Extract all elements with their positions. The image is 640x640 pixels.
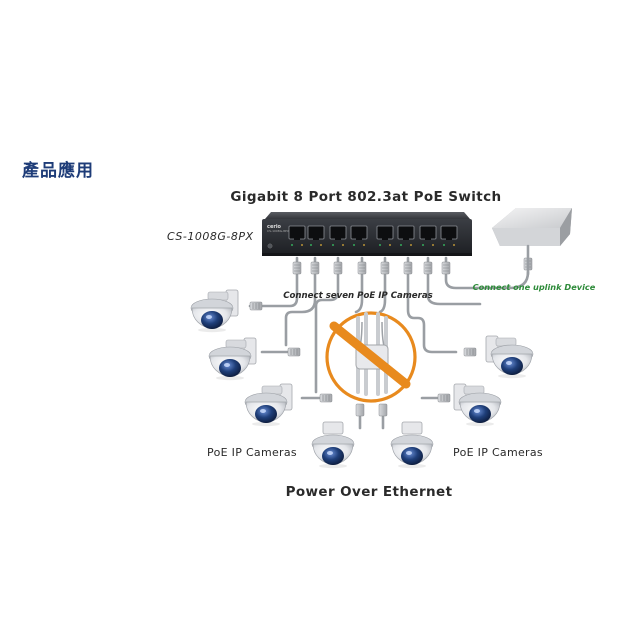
section-heading: 產品應用 — [22, 161, 94, 181]
rj45-plug-icon — [357, 261, 367, 275]
switch-model-label: CS-1008G-8PX — [167, 230, 254, 243]
dome-camera-icon — [311, 421, 355, 469]
rj45-plug-icon — [333, 261, 343, 275]
dome-camera-icon — [190, 289, 239, 333]
poe-slash-icon — [329, 321, 411, 389]
rj45-plug-icon — [437, 393, 451, 403]
rj45-plug-icon — [380, 261, 390, 275]
rj45-plugs — [249, 257, 533, 417]
rj45-plug-icon — [310, 261, 320, 275]
rj45-port-icon — [329, 225, 347, 246]
rj45-port-icon — [397, 225, 415, 246]
rj45-plug-icon — [403, 261, 413, 275]
rj45-port-icon — [350, 225, 368, 246]
rj45-plug-icon — [292, 261, 302, 275]
dome-camera-icon — [390, 421, 434, 469]
rj45-plug-icon — [423, 261, 433, 275]
switch-model-text: CS-1008G-8PX — [267, 229, 289, 233]
rj45-port-icon — [419, 225, 437, 246]
uplink-device — [492, 208, 572, 246]
diagram-footer: Power Over Ethernet — [286, 484, 453, 500]
dome-camera-icon — [244, 383, 293, 427]
rj45-plug-icon — [463, 347, 477, 357]
rj45-plug-icon — [441, 261, 451, 275]
ethernet-cables — [248, 256, 530, 430]
poe-emblem — [325, 311, 417, 403]
dome-camera-icon — [208, 337, 257, 381]
rj45-port-icon — [288, 225, 306, 246]
rj45-plug-icon — [249, 301, 263, 311]
rj45-port-icon — [307, 225, 325, 246]
dome-camera-icon — [453, 383, 502, 427]
poe-switch: cerio CS-1008G-8PX — [262, 212, 472, 256]
switch-brand-text: cerio — [267, 224, 282, 230]
rj45-port-icon — [440, 225, 458, 246]
left-camera-group-label: PoE IP Cameras — [207, 446, 297, 459]
rj45-plug-icon — [319, 393, 333, 403]
power-led-icon — [267, 243, 273, 249]
diagram-title: Gigabit 8 Port 802.3at PoE Switch — [230, 189, 501, 205]
rj45-port-group — [288, 225, 458, 246]
rj45-port-icon — [376, 225, 394, 246]
dome-camera-icon — [485, 335, 534, 379]
rj45-plug-icon — [287, 347, 301, 357]
rj45-plug-icon — [355, 403, 365, 417]
uplink-note: Connect one uplink Device — [473, 282, 596, 292]
rj45-plug-icon — [378, 403, 388, 417]
right-camera-group-label: PoE IP Cameras — [453, 446, 543, 459]
cameras-note: Connect seven PoE IP Cameras — [283, 291, 433, 301]
ip-cameras — [190, 289, 534, 469]
